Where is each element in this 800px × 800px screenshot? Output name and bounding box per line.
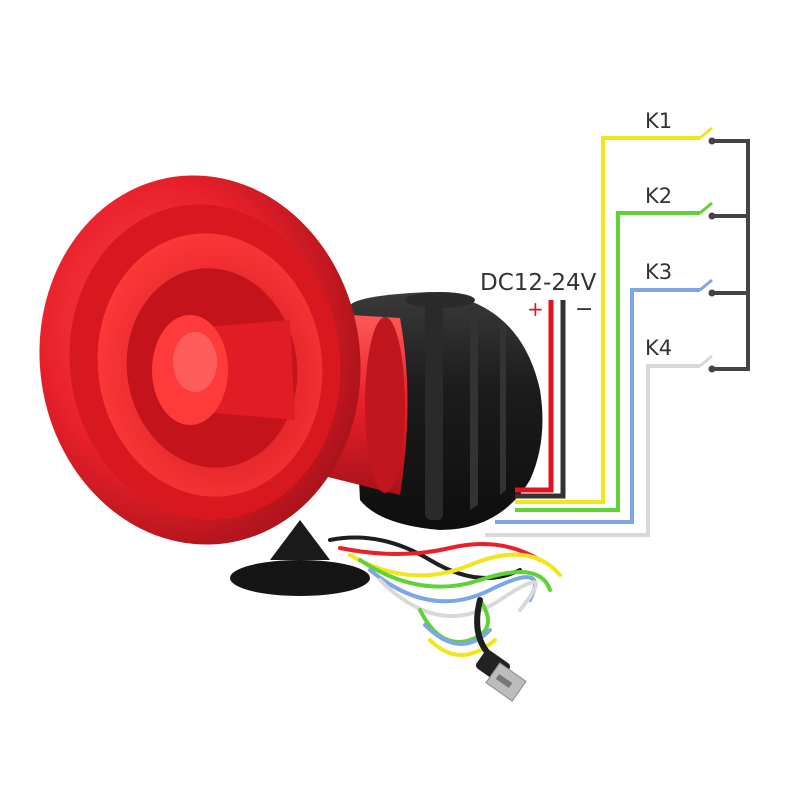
switch-label-k1: K1 <box>645 109 672 133</box>
switch-label-k4: K4 <box>645 336 672 360</box>
wire-k3 <box>495 288 700 524</box>
mount-bracket <box>270 520 330 560</box>
wire-bundle <box>328 535 562 663</box>
phase-plug <box>152 315 295 425</box>
usb-connector <box>475 649 527 702</box>
signal-wires <box>485 136 700 537</box>
wire-k2 <box>515 211 700 512</box>
negative-wire <box>515 300 566 499</box>
wire-k1 <box>515 136 700 504</box>
neck-ring <box>365 317 405 493</box>
switch-label-k2: K2 <box>645 184 672 208</box>
mount-base <box>230 560 370 596</box>
wire-k4 <box>485 364 700 537</box>
negative-symbol: − <box>575 297 593 322</box>
common-wire <box>712 139 750 371</box>
power-label: DC12-24V <box>480 270 597 296</box>
positive-wire <box>515 300 554 493</box>
switches <box>699 126 716 373</box>
power-wires <box>515 300 566 499</box>
positive-symbol: + <box>527 297 544 321</box>
switch-label-k3: K3 <box>645 260 672 284</box>
